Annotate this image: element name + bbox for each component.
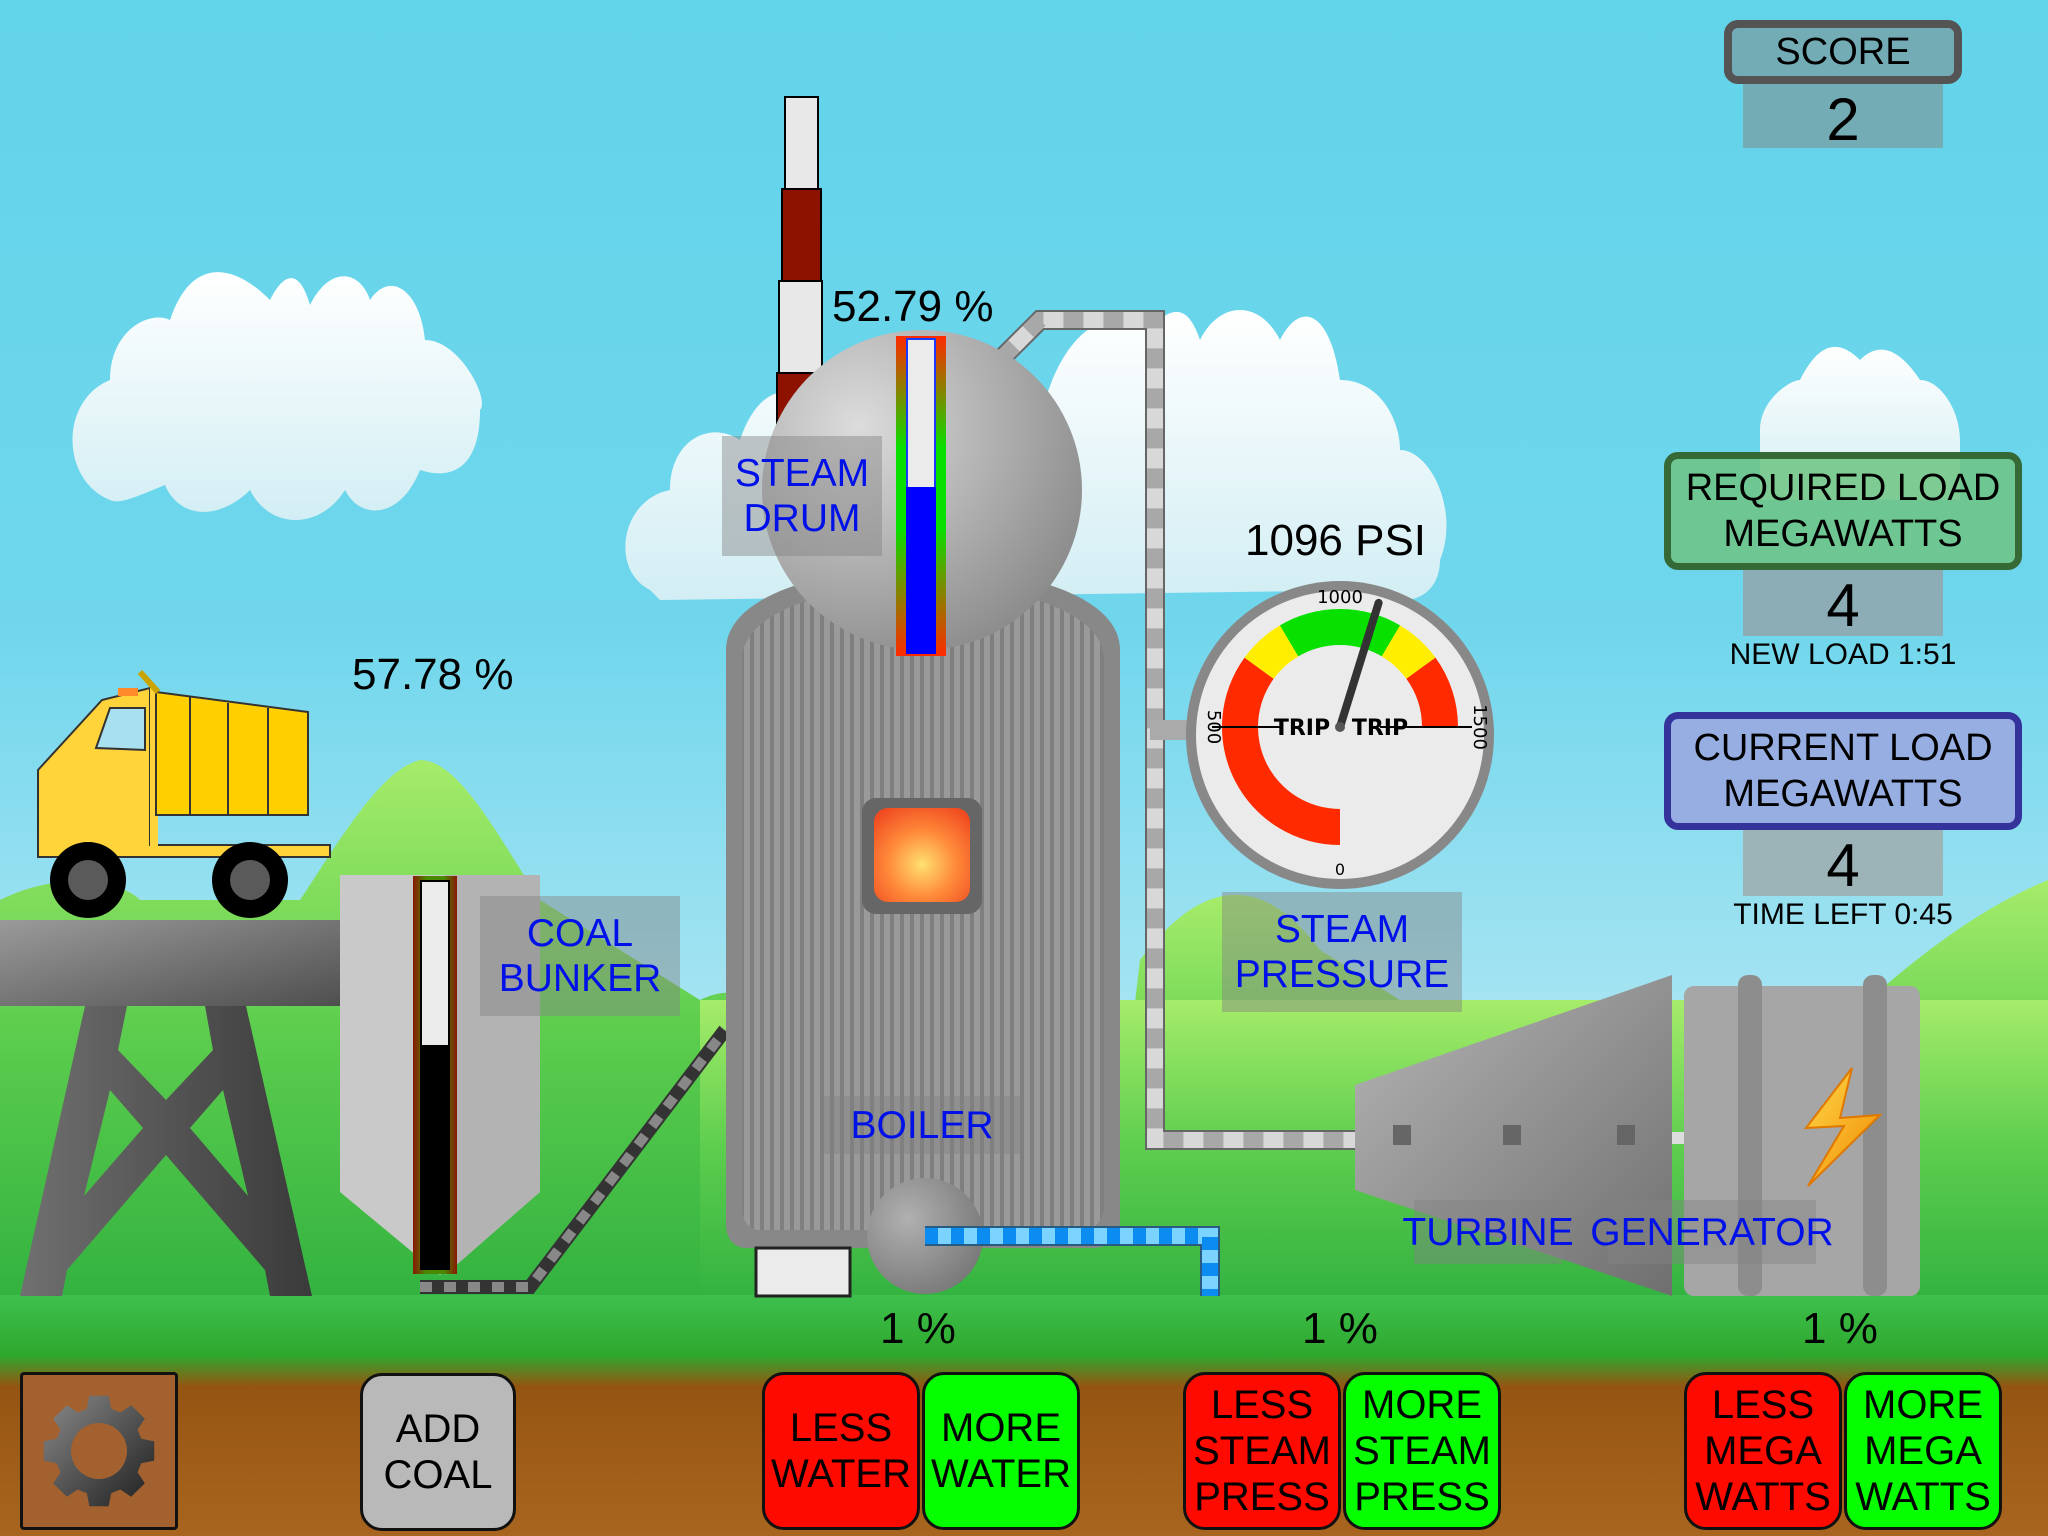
- gear-icon: [43, 1395, 155, 1507]
- fire-window: [874, 808, 970, 902]
- gauge-needle: [1335, 598, 1383, 732]
- boiler-body: [726, 567, 1120, 1298]
- generator-label: GENERATOR: [1590, 1200, 1834, 1264]
- steam-pressure-readout: 1096 PSI: [1245, 516, 1427, 565]
- steam-drum-level-fill: [906, 487, 936, 654]
- steam-pressure-gauge: 1000 500 1500 0 TRIP TRIP: [1186, 581, 1494, 889]
- steam-drum-level-readout: 52.79 %: [832, 282, 994, 331]
- water-pipe: [925, 1226, 1220, 1296]
- gauge-band: [1222, 657, 1340, 845]
- coal-trestle: [0, 920, 340, 1296]
- lightning-bolt-icon: [1803, 1067, 1883, 1187]
- gauge-trip-high: TRIP: [1352, 716, 1408, 741]
- time-left-timer: TIME LEFT 0:45: [1733, 898, 1953, 931]
- score-title: SCORE: [1724, 20, 1962, 84]
- gauge-tick-0: 0: [1335, 860, 1345, 879]
- gauge-tick-1500: 1500: [1469, 704, 1490, 750]
- new-load-timer: NEW LOAD 1:51: [1729, 638, 1957, 671]
- gauge-band: [1406, 657, 1458, 727]
- gauge-band: [1381, 625, 1436, 679]
- dump-truck: [37, 669, 331, 918]
- gauge-needle-hub: [1335, 722, 1345, 732]
- megawatt-rate-readout: 1 %: [1802, 1304, 1878, 1353]
- gauge-needle-line: [1336, 598, 1383, 731]
- settings-button[interactable]: [20, 1372, 178, 1530]
- gauge-tick-500: 500: [1203, 710, 1224, 744]
- turbine-label: TURBINE: [1402, 1200, 1574, 1264]
- steam-rate-readout: 1 %: [1302, 1304, 1378, 1353]
- water-rate-readout: 1 %: [880, 1304, 956, 1353]
- turbine-body: [1355, 975, 1687, 1296]
- steam-pipe: [992, 310, 1360, 1150]
- score-value: 2: [1743, 84, 1943, 153]
- steam-drum-level-gauge: [896, 336, 946, 656]
- generator-body: [1684, 975, 1920, 1296]
- coal-conveyor: [420, 1025, 731, 1294]
- gauge-band: [1244, 625, 1299, 679]
- coal-level-readout: 57.78 %: [352, 650, 514, 699]
- current-load-value: 4: [1743, 830, 1943, 899]
- gauge-trip-low: TRIP: [1274, 716, 1330, 741]
- required-load-value: 4: [1743, 570, 1943, 639]
- coal-level-fill: [420, 1044, 450, 1270]
- cloud-left: [72, 272, 482, 520]
- boiler-label: BOILER: [822, 1096, 1022, 1154]
- gauge-tick-1000: 1000: [1317, 587, 1363, 608]
- coal-level-gauge: [413, 876, 457, 1274]
